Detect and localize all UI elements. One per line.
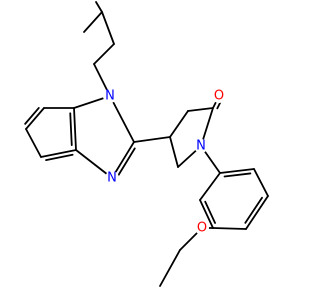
bond-line — [253, 168, 269, 197]
atom-label-bg — [195, 221, 209, 235]
bond-line — [25, 107, 45, 130]
bond-line — [199, 199, 214, 229]
atom-label-bg — [212, 89, 226, 103]
bond-layer — [24, 1, 269, 287]
atom-label-benzimidazole-n1: N — [105, 89, 115, 104]
bond-line — [219, 168, 255, 174]
bond-line — [187, 107, 214, 112]
atom-label-bg — [103, 89, 117, 103]
bond-line — [111, 141, 135, 179]
bond-line — [212, 227, 247, 230]
bond-line — [24, 107, 40, 125]
atom-label-ether-o: O — [197, 221, 207, 236]
bond-line — [73, 107, 77, 151]
atom-label-layer: N N N O O — [103, 89, 226, 236]
bond-line — [45, 153, 74, 161]
bond-line — [25, 128, 42, 158]
atom-label-benzimidazole-n3: N — [107, 171, 117, 186]
bond-line — [93, 43, 115, 65]
atom-label-carbonyl-o: O — [214, 89, 224, 104]
bond-line — [101, 11, 115, 45]
molecule-structure-diagram: N N N O O — [24, 1, 269, 287]
bond-line — [199, 172, 221, 201]
bond-line — [169, 110, 189, 138]
bond-line — [133, 136, 171, 143]
bond-line — [244, 196, 263, 224]
bond-line — [245, 195, 269, 230]
atom-label-bg — [194, 139, 208, 153]
bond-line — [223, 172, 252, 178]
bond-line — [117, 147, 136, 177]
bond-line — [204, 200, 216, 224]
bond-line — [75, 149, 113, 179]
bond-line — [95, 1, 103, 13]
bond-line — [83, 11, 103, 33]
atom-label-pyrrolidinone-n: N — [196, 139, 206, 154]
bond-line — [169, 136, 179, 168]
bond-line — [69, 112, 73, 147]
bond-line — [109, 95, 135, 143]
bond-line — [159, 249, 181, 287]
atom-label-bg — [105, 171, 119, 185]
bond-line — [40, 149, 77, 158]
